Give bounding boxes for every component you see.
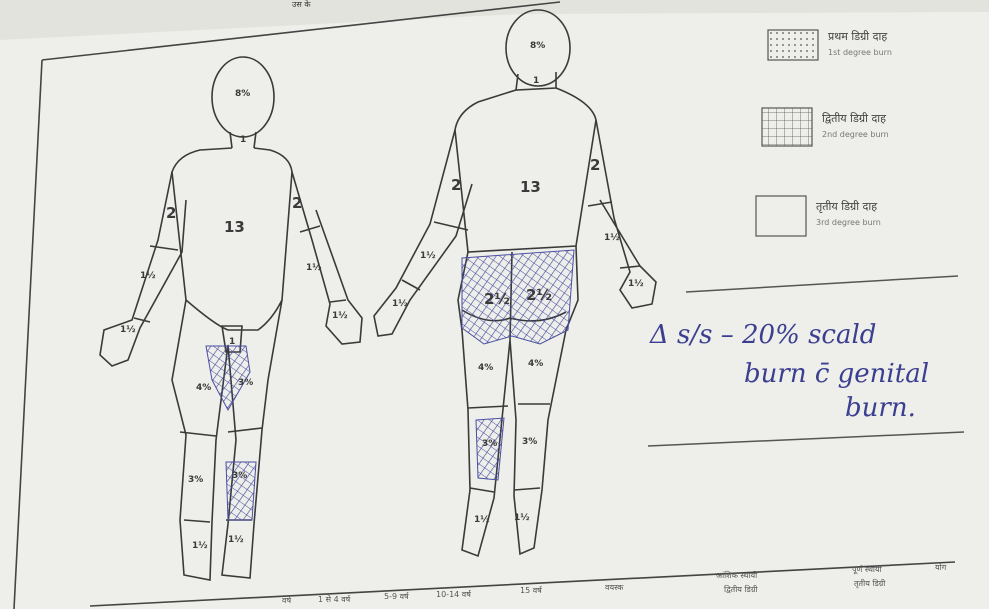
front-label-thigh-left: 4%: [196, 383, 211, 393]
footer-cell: तृतीय डिग्री: [854, 578, 886, 589]
note-line-3: burn.: [845, 393, 916, 423]
back-label-buttock-right: 2½: [526, 286, 552, 304]
footer-cell: वयस्क: [605, 583, 624, 592]
footer-cell: 1 से 4 वर्ष: [318, 594, 351, 604]
back-label-forearm-left: 1½: [420, 250, 436, 261]
back-label-leg-right: 3%: [522, 437, 537, 447]
footer-cell: योग: [935, 562, 947, 572]
back-label-buttock-left: 2½: [484, 290, 510, 308]
back-label-leg-left: 3%: [482, 439, 497, 449]
back-label-thigh-left: 4%: [478, 363, 493, 373]
back-label-hand-left: 1½: [392, 298, 408, 309]
legend-label-second-degree-hi: द्वितीय डिग्री दाह: [822, 112, 886, 125]
back-label-thigh-right: 4%: [528, 359, 543, 369]
back-label-neck: 1: [533, 76, 539, 86]
front-label-foot-right: 1½: [228, 534, 244, 545]
legend-swatch-first-degree: [768, 30, 818, 60]
legend-label-third-degree-hi: तृतीय डिग्री दाह: [816, 200, 877, 213]
back-label-upper-arm-right: 2: [590, 156, 600, 174]
back-label-foot-left: 1½: [474, 514, 490, 525]
back-label-foot-right: 1½: [514, 512, 530, 523]
footer-cell: 10-14 वर्ष: [436, 589, 472, 599]
front-label-genital: 1: [229, 337, 235, 347]
back-burn-hatch-buttocks: [462, 250, 574, 344]
footer-cell: वर्ष: [282, 595, 292, 605]
note-line-1: Δ s/s – 20% scald: [649, 320, 876, 350]
front-label-forearm-left: 1½: [140, 270, 156, 281]
front-label-upper-arm-left: 2: [166, 204, 176, 222]
footer-cell: 5-9 वर्ष: [384, 591, 410, 601]
back-label-hand-right: 1½: [628, 278, 644, 289]
front-label-hand-right: 1½: [332, 310, 348, 321]
front-label-neck: 1: [240, 135, 246, 145]
back-label-trunk: 13: [520, 178, 541, 196]
front-label-trunk: 13: [224, 218, 245, 236]
legend-label-third-degree-en: 3rd degree burn: [816, 218, 881, 227]
legend-label-second-degree-en: 2nd degree burn: [822, 130, 889, 139]
front-label-foot-left: 1½: [192, 540, 208, 551]
front-label-upper-arm-right: 2: [292, 194, 302, 212]
back-label-forearm-right: 1½: [604, 232, 620, 243]
legend-swatch-second-degree: [762, 108, 812, 146]
footer-cell: द्वितीय डिग्री: [724, 584, 758, 594]
legend-label-first-degree-hi: प्रथम डिग्री दाह: [828, 30, 887, 43]
front-label-thigh-right: 3%: [238, 378, 253, 388]
legend-label-first-degree-en: 1st degree burn: [828, 48, 892, 57]
back-label-upper-arm-left: 2: [451, 176, 461, 194]
footer-cell: आंशिक स्थायी: [716, 570, 758, 580]
note-line-2: burn c̄ genital: [744, 359, 929, 389]
front-label-forearm-right: 1½: [306, 262, 322, 273]
footer-cell: 15 वर्ष: [520, 585, 543, 595]
back-label-head: 8%: [530, 41, 545, 51]
front-label-hand-left: 1½: [120, 324, 136, 335]
front-label-leg-left: 3%: [188, 475, 203, 485]
front-label-head: 8%: [235, 89, 250, 99]
header-text: उस के: [292, 0, 311, 9]
front-label-leg-right: 3%: [232, 471, 247, 481]
footer-cell: पूर्ण स्थायी: [852, 564, 883, 575]
